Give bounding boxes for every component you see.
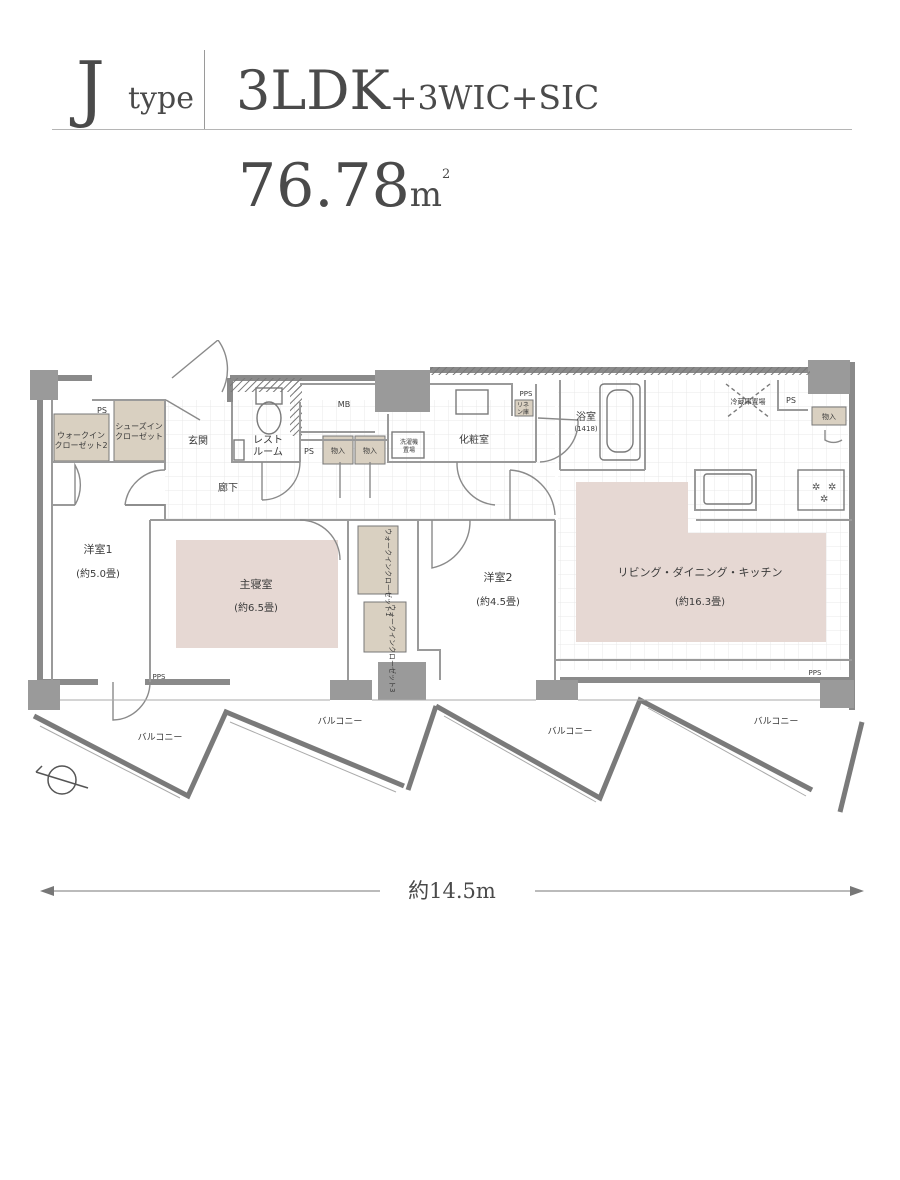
label-western1-size: (約5.0畳) xyxy=(76,567,120,580)
linen-fill xyxy=(514,399,534,417)
label-restroom-l1: レスト xyxy=(253,435,283,446)
label-entrance: 玄関 xyxy=(188,434,208,447)
label-wic2-l2: クローゼット2 xyxy=(54,440,107,450)
floor-area-unit-sup: 2 xyxy=(442,167,451,182)
label-washer-l2: 置場 xyxy=(403,446,415,454)
wic1-fill xyxy=(357,525,399,595)
type-word: type xyxy=(128,81,194,116)
toilet-tank xyxy=(255,387,283,405)
column-s3 xyxy=(536,680,578,700)
label-balcony-1: バルコニー xyxy=(138,732,183,743)
label-mb: MB xyxy=(338,400,350,409)
master-bedroom-highlight xyxy=(176,540,338,648)
plan-type-extra: +3WIC+SIC xyxy=(389,78,600,117)
label-linen-l2: ン庫 xyxy=(517,408,529,416)
burner-icon-2: ✲ xyxy=(828,482,836,493)
sic-fill xyxy=(113,399,166,462)
dimension-arrow xyxy=(40,886,864,896)
label-washer-l1: 洗濯機 xyxy=(400,438,418,446)
room-labels: ウォークイン クローゼット2 シューズイン クローゼット PS 玄関 レスト ル… xyxy=(54,390,836,743)
plan-type: 3LDK+3WIC+SIC xyxy=(236,64,599,118)
bathtub-inner xyxy=(606,389,634,453)
floor-area-unit: m xyxy=(409,175,443,215)
toilet-bowl xyxy=(256,401,282,435)
label-pps-3: PPS xyxy=(809,669,822,677)
wall-hatch-top xyxy=(430,367,810,375)
type-letter: J xyxy=(76,46,105,130)
label-western1: 洋室1 xyxy=(84,542,113,556)
fixtures xyxy=(233,383,845,511)
label-western2-size: (約4.5畳) xyxy=(476,595,520,608)
burner-icon-1: ✲ xyxy=(812,482,820,493)
label-wic3: ウォークインクローゼット3 xyxy=(388,604,397,692)
wic2-fill xyxy=(53,413,110,462)
label-ps-1: PS xyxy=(97,406,107,415)
storage-3-fill xyxy=(811,406,847,426)
label-bath-size: (1418) xyxy=(574,425,598,433)
floor-area-value: 76.78 xyxy=(238,151,410,221)
balcony-railing xyxy=(32,696,865,813)
label-powder: 化粧室 xyxy=(459,433,489,446)
label-ps-3: PS xyxy=(786,396,796,405)
label-balcony-3: バルコニー xyxy=(548,726,593,737)
gas-stove xyxy=(797,469,845,511)
burner-icon-3: ✲ xyxy=(820,494,828,505)
label-balcony-4: バルコニー xyxy=(754,716,799,727)
label-restroom-l2: ルーム xyxy=(253,446,283,458)
label-pps-1: PPS xyxy=(520,390,533,398)
label-ps-2: PS xyxy=(304,447,314,456)
entrance-door xyxy=(171,340,229,393)
column-n xyxy=(375,370,430,412)
vanity-sink xyxy=(455,389,489,415)
header-divider-horizontal xyxy=(52,129,852,130)
label-storage-1: 物入 xyxy=(331,446,345,455)
plan-type-main: 3LDK xyxy=(236,59,390,122)
header: J type 3LDK+3WIC+SIC 76.78m2 xyxy=(0,0,900,240)
label-master-size: (約6.5畳) xyxy=(234,601,278,614)
label-linen-l1: リネ xyxy=(517,402,529,409)
floor-area: 76.78m2 xyxy=(238,156,450,216)
label-ldk: リビング・ダイニング・キッチン xyxy=(618,565,783,579)
column-nw xyxy=(30,370,58,400)
label-fridge: 冷蔵庫置場 xyxy=(731,397,766,406)
ldk-highlight xyxy=(576,482,826,642)
label-wic2-l1: ウォークイン xyxy=(57,431,105,440)
dimension-label: 約14.5m xyxy=(408,879,496,903)
kitchen-sink xyxy=(703,473,753,505)
fridge-space xyxy=(725,383,771,419)
wic3-fill xyxy=(363,601,407,653)
label-western2: 洋室2 xyxy=(484,570,513,584)
column-se xyxy=(820,680,854,708)
washer-space xyxy=(391,431,425,459)
label-master: 主寝室 xyxy=(240,577,273,591)
label-storage-2: 物入 xyxy=(363,446,377,455)
label-pps-2: PPS xyxy=(153,673,166,681)
label-sic-l2: クローゼット xyxy=(115,431,163,441)
label-bath: 浴室 xyxy=(576,410,596,423)
header-divider-vertical xyxy=(204,50,205,130)
doors xyxy=(74,340,843,721)
bathtub xyxy=(599,383,641,461)
label-balcony-2: バルコニー xyxy=(318,716,363,727)
column-s1 xyxy=(330,680,372,700)
wall-hatch-north xyxy=(230,378,302,392)
label-wic1: ウォークインクローゼット1 xyxy=(384,528,393,616)
column-ne xyxy=(808,360,850,394)
label-ldk-size: (約16.3畳) xyxy=(675,595,725,608)
column-s2 xyxy=(378,662,426,700)
label-corridor: 廊下 xyxy=(218,481,238,494)
floor-plan: ✲ ✲ ✲ 約14.5m ウォークイン クローゼット2 シューズイン クローゼッ… xyxy=(28,340,865,903)
restroom-sink xyxy=(233,439,245,461)
north-compass xyxy=(35,765,89,795)
interior-walls xyxy=(51,380,852,682)
column-sw xyxy=(28,680,60,710)
label-storage-3: 物入 xyxy=(822,412,836,421)
balcony-inner-lines xyxy=(39,699,820,803)
label-sic-l1: シューズイン xyxy=(115,421,163,431)
